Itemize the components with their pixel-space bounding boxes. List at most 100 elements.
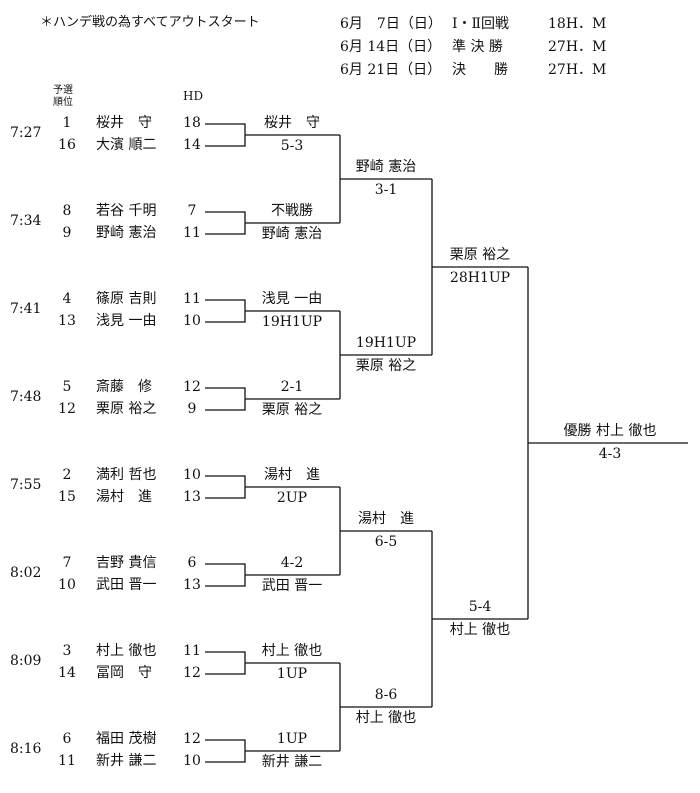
match-connector [205, 739, 340, 763]
handicap: 14 [183, 137, 201, 153]
match-result: 武田 晋一 [261, 578, 323, 594]
tee-time: 8:16 [10, 741, 42, 757]
seed-rank: 8 [62, 203, 72, 219]
match-result: 不戦勝 [271, 203, 313, 219]
match-result: 4-2 [280, 555, 304, 571]
schedule-date: 6月 21日（日） [340, 62, 442, 78]
player-name: 冨岡 守 [96, 665, 152, 681]
handicap: 12 [183, 379, 201, 395]
handicap: 13 [183, 489, 201, 505]
match-connector [205, 123, 340, 147]
schedule-round: 決 勝 [452, 62, 508, 78]
handicap: 13 [183, 577, 201, 593]
seed-rank: 7 [62, 555, 72, 571]
match-result: 野崎 憲治 [261, 226, 323, 242]
handicap: 10 [183, 467, 201, 483]
seed-rank: 13 [58, 313, 76, 329]
seed-rank: 11 [58, 753, 76, 769]
handicap: 11 [183, 291, 201, 307]
tee-time: 7:41 [10, 301, 42, 317]
handicap: 18 [183, 115, 201, 131]
player-name: 福田 茂樹 [96, 731, 157, 747]
match-result: 28H1UP [449, 270, 511, 286]
match-result: 野崎 憲治 [355, 159, 417, 175]
handicap: 7 [187, 203, 197, 219]
match-connector [205, 475, 340, 499]
player-name: 湯村 進 [96, 489, 152, 505]
match-connector [339, 663, 432, 751]
handicap: 12 [183, 665, 201, 681]
match-result: 8-6 [374, 687, 398, 703]
match-result: 湯村 進 [264, 467, 320, 483]
match-connector [205, 211, 340, 235]
tee-time: 7:55 [10, 477, 42, 493]
match-result: 6-5 [374, 534, 398, 550]
player-name: 桜井 守 [96, 115, 152, 131]
match-result: 1UP [276, 666, 308, 682]
seed-rank: 9 [62, 225, 72, 241]
match-result: 栗原 裕之 [355, 358, 417, 374]
seed-rank: 15 [58, 489, 76, 505]
format-note: ＊ハンデ戦の為すべてアウトスタート [40, 15, 260, 30]
match-connector [339, 487, 432, 575]
seed-rank: 16 [58, 137, 76, 153]
seed-rank: 6 [62, 731, 72, 747]
match-connector [205, 651, 340, 675]
match-result: 浅見 一由 [261, 291, 323, 307]
player-name: 大濱 順二 [96, 137, 157, 153]
player-name: 篠原 吉則 [96, 291, 157, 307]
match-result: 栗原 裕之 [261, 402, 323, 418]
match-result: 湯村 進 [358, 511, 414, 527]
tee-time: 7:27 [10, 125, 42, 141]
match-connector [205, 387, 340, 411]
match-connector [431, 179, 528, 355]
match-result: 新井 謙二 [261, 754, 323, 770]
match-result: 村上 徹也 [261, 643, 323, 659]
handicap: 12 [183, 731, 201, 747]
match-result: 19H1UP [355, 335, 417, 351]
seed-rank: 10 [58, 577, 76, 593]
seed-rank: 4 [62, 291, 72, 307]
match-result: 1UP [276, 731, 308, 747]
match-result: 栗原 裕之 [449, 247, 511, 263]
schedule-date: 6月 14日（日） [340, 39, 442, 55]
handicap: 11 [183, 643, 201, 659]
handicap: 10 [183, 753, 201, 769]
match-result: 桜井 守 [264, 115, 320, 131]
player-name: 新井 謙二 [96, 753, 157, 769]
player-name: 野崎 憲治 [96, 225, 157, 241]
schedule-round: Ⅰ・Ⅱ回戦 [452, 16, 510, 32]
tee-time: 7:48 [10, 389, 42, 405]
seed-rank: 14 [58, 665, 76, 681]
match-connector [339, 135, 432, 223]
match-result: 3-1 [374, 182, 398, 198]
match-result: 4-3 [598, 446, 622, 462]
player-name: 浅見 一由 [96, 313, 157, 329]
rank-header: 予選 順位 [53, 85, 73, 108]
player-name: 栗原 裕之 [96, 401, 157, 417]
tee-time: 8:09 [10, 653, 42, 669]
tee-time: 8:02 [10, 565, 42, 581]
player-name: 武田 晋一 [96, 577, 157, 593]
player-name: 村上 徹也 [96, 643, 157, 659]
seed-rank: 2 [62, 467, 72, 483]
match-connector [339, 311, 432, 399]
hd-header: HD [183, 89, 204, 103]
match-result: 5-3 [280, 138, 304, 154]
match-result: 19H1UP [261, 314, 323, 330]
match-connector [527, 267, 688, 619]
player-name: 吉野 貴信 [96, 555, 157, 571]
schedule-holes: 27H．M [548, 62, 607, 78]
tee-time: 7:34 [10, 213, 42, 229]
handicap: 11 [183, 225, 201, 241]
schedule-holes: 27H．M [548, 39, 607, 55]
seed-rank: 1 [62, 115, 72, 131]
schedule-date: 6月 7日（日） [340, 16, 442, 32]
match-connector [205, 563, 340, 587]
match-result: 2-1 [280, 379, 304, 395]
seed-rank: 5 [62, 379, 72, 395]
handicap: 9 [187, 401, 197, 417]
champion-name: 優勝 村上 徹也 [563, 423, 657, 439]
player-name: 若谷 千明 [96, 203, 157, 219]
